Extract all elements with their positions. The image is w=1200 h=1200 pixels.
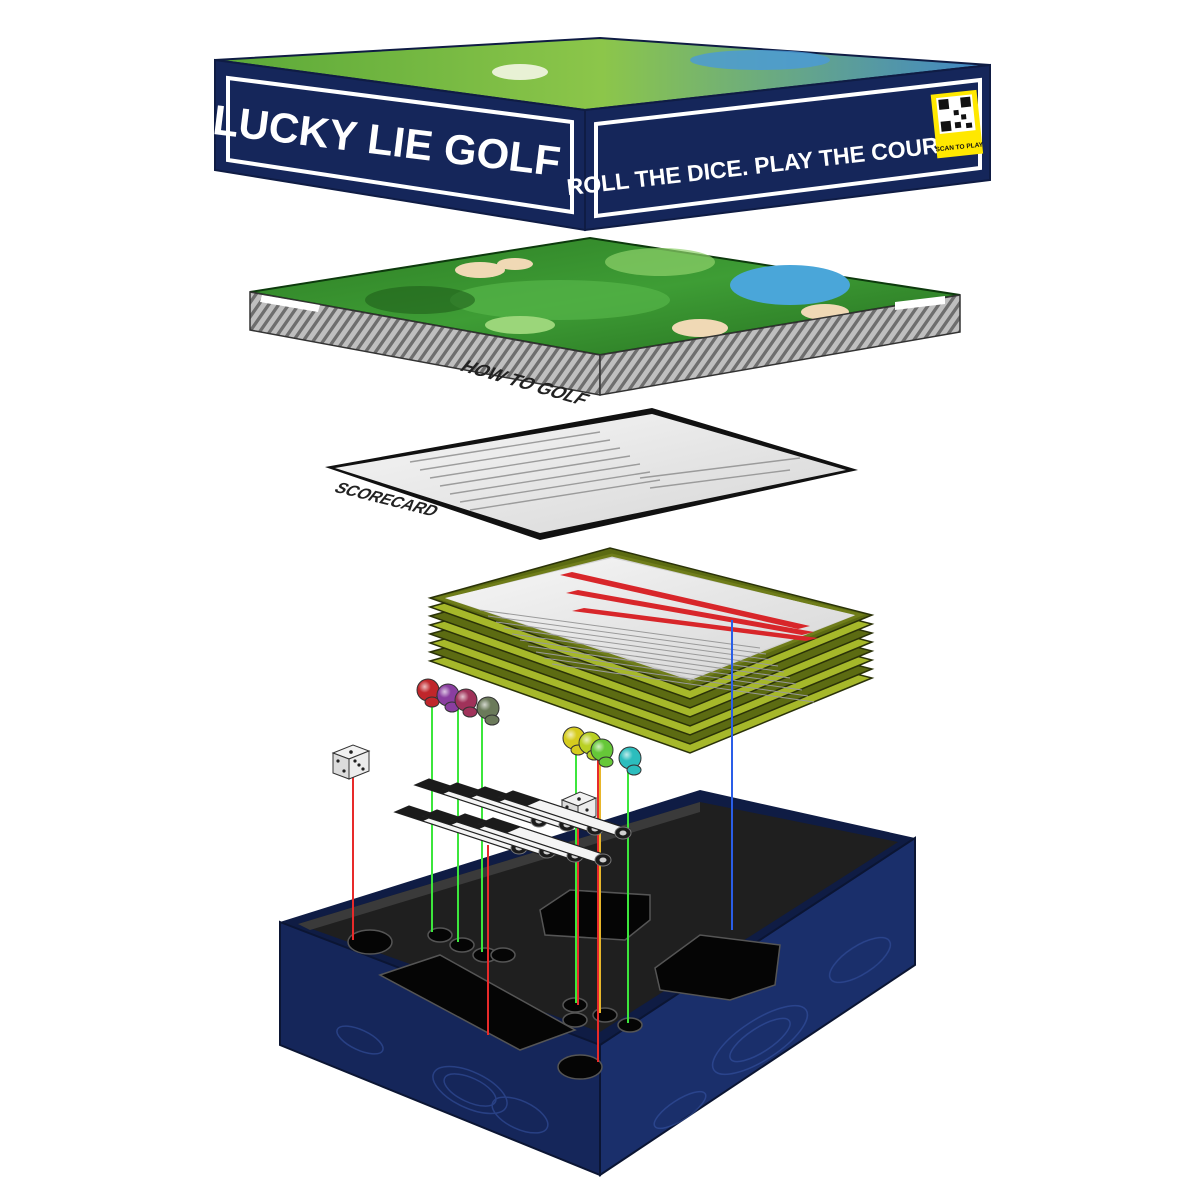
card-cutout xyxy=(539,889,651,941)
die-cutout xyxy=(557,1054,603,1080)
pawn[interactable] xyxy=(436,683,460,713)
marker[interactable] xyxy=(477,817,612,867)
pawn[interactable] xyxy=(416,678,440,708)
scorecard-stack: SCORECARD xyxy=(330,479,875,754)
box-lid: LUCKY LIE GOLF ROLL THE DICE. PLAY THE C… xyxy=(211,36,991,232)
marker[interactable] xyxy=(497,790,632,840)
die[interactable] xyxy=(331,744,371,780)
die-cutout xyxy=(347,929,393,955)
sand-bunker xyxy=(455,262,505,278)
pawn[interactable] xyxy=(590,738,614,768)
pawn[interactable] xyxy=(618,746,642,776)
pawn[interactable] xyxy=(454,688,478,718)
qr-code[interactable]: SCAN TO PLAY xyxy=(930,89,985,159)
player-pawns xyxy=(416,678,642,776)
water-hazard xyxy=(730,265,850,305)
pawn[interactable] xyxy=(476,696,500,726)
pawn-cutout xyxy=(427,927,453,943)
dry-erase-markers xyxy=(393,778,632,867)
scorecard-sheet[interactable]: SCORECARD xyxy=(330,479,875,703)
game-board xyxy=(249,236,961,396)
marker-cutout xyxy=(378,954,577,1051)
scorecard-cutout xyxy=(654,934,781,1001)
